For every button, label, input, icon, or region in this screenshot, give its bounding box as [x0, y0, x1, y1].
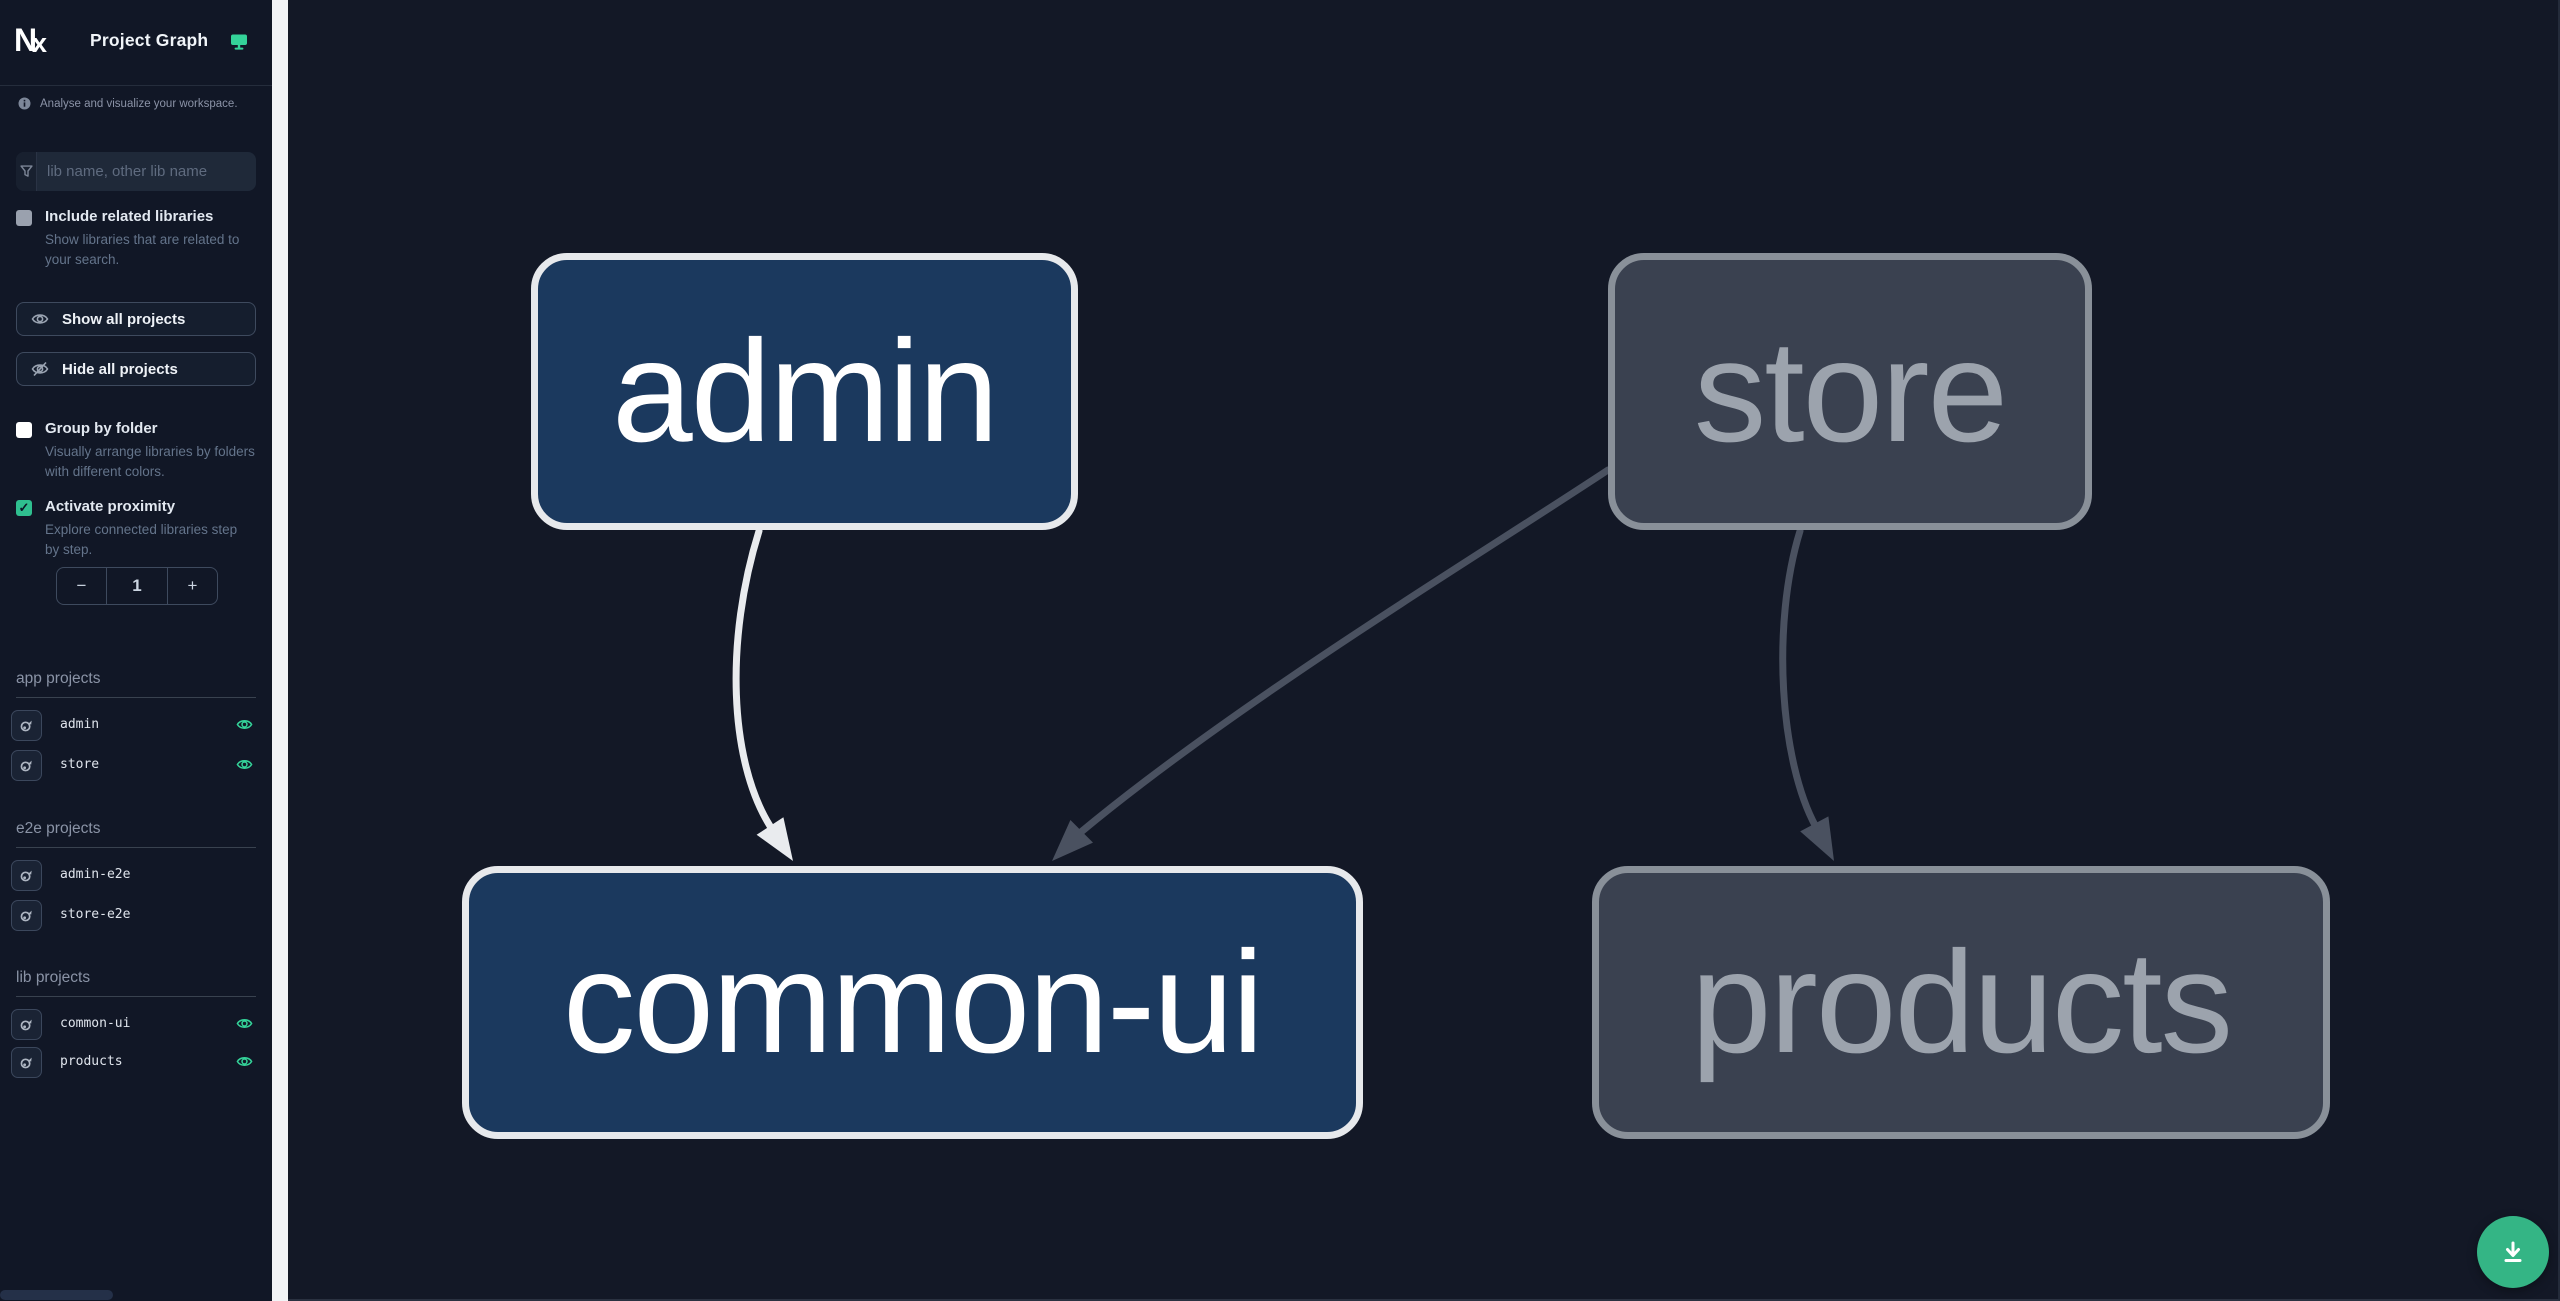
- project-name[interactable]: admin: [60, 717, 100, 732]
- filter-icon: [16, 152, 37, 191]
- visibility-eye-icon[interactable]: [236, 756, 253, 773]
- graph-node-store[interactable]: store: [1608, 253, 2092, 530]
- graph-node-admin[interactable]: admin: [531, 253, 1078, 530]
- activate-proximity-group: ✓ Activate proximity Explore connected l…: [16, 498, 256, 568]
- info-icon: [18, 97, 31, 110]
- project-row-store-e2e[interactable]: store-e2e: [0, 900, 272, 934]
- download-image-button[interactable]: [2477, 1216, 2549, 1288]
- visibility-eye-icon[interactable]: [236, 1053, 253, 1070]
- proximity-decrement-button[interactable]: −: [76, 576, 87, 595]
- group-by-folder-checkbox[interactable]: [16, 422, 32, 438]
- search-box: [16, 152, 256, 191]
- nx-logo: N x: [14, 23, 47, 57]
- project-row-admin-e2e[interactable]: admin-e2e: [0, 860, 272, 894]
- page-title: Project Graph: [90, 30, 209, 50]
- project-row-admin[interactable]: admin: [0, 710, 272, 744]
- edge-store-products: [1779, 527, 1834, 861]
- project-name[interactable]: products: [60, 1054, 123, 1069]
- section-header-e2e-projects: e2e projects: [16, 820, 256, 848]
- show-all-projects-button[interactable]: Show all projects: [16, 302, 256, 336]
- svg-text:x: x: [32, 28, 47, 57]
- node-label: products: [1690, 921, 2233, 1083]
- sidebar: N x Project Graph Analyse and visualize …: [0, 0, 272, 1301]
- visibility-eye-icon[interactable]: [236, 1015, 253, 1032]
- svg-text:N: N: [14, 23, 37, 57]
- project-name[interactable]: store: [60, 757, 100, 772]
- visibility-eye-icon[interactable]: [236, 716, 253, 733]
- graph-edges: [732, 466, 1834, 861]
- checkmark-icon: ✓: [18, 500, 30, 515]
- graph-node-common-ui[interactable]: common-ui: [462, 866, 1363, 1139]
- eye-off-icon: [31, 361, 49, 377]
- proximity-stepper: − 1 +: [56, 567, 218, 605]
- proximity-increment-button[interactable]: +: [187, 576, 198, 595]
- include-related-label: Include related libraries: [45, 208, 214, 225]
- graph-canvas[interactable]: admin store common-ui products: [288, 0, 2560, 1301]
- include-related-group: Include related libraries Show libraries…: [16, 208, 256, 288]
- project-name[interactable]: store-e2e: [60, 907, 131, 922]
- section-header-app-projects: app projects: [16, 670, 256, 698]
- hide-all-projects-label: Hide all projects: [62, 360, 178, 378]
- project-name[interactable]: admin-e2e: [60, 867, 131, 882]
- sidebar-horizontal-scrollbar-thumb[interactable]: [0, 1290, 113, 1300]
- edge-store-common-ui: [1052, 466, 1612, 861]
- group-by-folder-group: Group by folder Visually arrange librari…: [16, 420, 256, 498]
- hide-all-projects-button[interactable]: Hide all projects: [16, 352, 256, 386]
- proximity-value: 1: [106, 568, 168, 604]
- search-input[interactable]: [37, 152, 256, 191]
- section-header-lib-projects: lib projects: [16, 969, 256, 997]
- project-name[interactable]: common-ui: [60, 1016, 131, 1031]
- project-row-store[interactable]: store: [0, 750, 272, 784]
- node-label: store: [1693, 310, 2008, 472]
- node-label: common-ui: [562, 921, 1264, 1083]
- monitor-icon[interactable]: [230, 33, 248, 50]
- focus-project-icon[interactable]: [11, 710, 42, 741]
- focus-project-icon[interactable]: [11, 860, 42, 891]
- focus-project-icon[interactable]: [11, 900, 42, 931]
- graph-node-products[interactable]: products: [1592, 866, 2330, 1139]
- activate-proximity-checkbox[interactable]: ✓: [16, 500, 32, 516]
- sidebar-header: N x Project Graph: [0, 0, 272, 86]
- tagline-text: Analyse and visualize your workspace.: [40, 97, 238, 110]
- tagline-row: Analyse and visualize your workspace.: [18, 97, 238, 110]
- focus-project-icon[interactable]: [11, 1047, 42, 1078]
- show-all-projects-label: Show all projects: [62, 310, 186, 328]
- project-row-common-ui[interactable]: common-ui: [0, 1009, 272, 1043]
- include-related-checkbox[interactable]: [16, 210, 32, 226]
- focus-project-icon[interactable]: [11, 1009, 42, 1040]
- activate-proximity-label: Activate proximity: [45, 498, 176, 515]
- eye-icon: [31, 314, 49, 324]
- node-label: admin: [612, 310, 999, 472]
- group-by-folder-description: Visually arrange libraries by folders wi…: [45, 444, 255, 479]
- focus-project-icon[interactable]: [11, 750, 42, 781]
- include-related-description: Show libraries that are related to your …: [45, 232, 240, 267]
- download-icon: [2504, 1241, 2522, 1262]
- activate-proximity-description: Explore connected libraries step by step…: [45, 522, 238, 557]
- group-by-folder-label: Group by folder: [45, 420, 158, 437]
- panel-resizer[interactable]: [272, 0, 288, 1301]
- project-row-products[interactable]: products: [0, 1047, 272, 1081]
- edge-admin-common-ui: [732, 527, 793, 861]
